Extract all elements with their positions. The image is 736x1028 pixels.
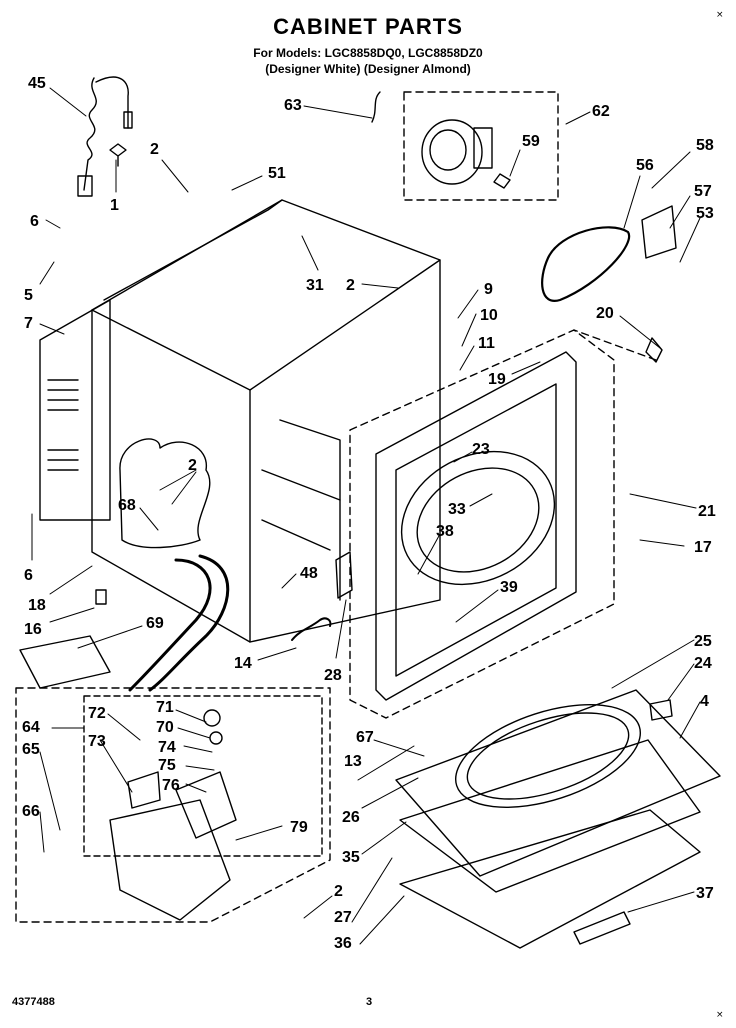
models-line: For Models: LGC8858DQ0, LGC8858DZ0 — [253, 46, 483, 60]
left-side-panel — [39, 299, 111, 521]
callout-65: 65 — [22, 741, 40, 758]
callout-68: 68 — [118, 497, 136, 514]
cutaway-and-duct — [119, 438, 230, 692]
power-cord — [77, 76, 133, 197]
callout-33: 33 — [448, 501, 466, 518]
callout-11: 11 — [478, 335, 495, 352]
callout-39: 39 — [500, 579, 518, 596]
callout-6-a: 6 — [30, 213, 39, 230]
callout-17: 17 — [694, 539, 712, 556]
callout-14: 14 — [234, 655, 252, 672]
callout-70: 70 — [156, 719, 174, 736]
callout-4: 4 — [700, 693, 709, 710]
callout-19: 19 — [488, 371, 506, 388]
access-panel-part — [19, 635, 111, 689]
callout-75: 75 — [158, 757, 176, 774]
glide-part — [645, 337, 663, 363]
callout-21: 21 — [698, 503, 716, 520]
callout-51: 51 — [268, 165, 286, 182]
callout-28: 28 — [324, 667, 342, 684]
callout-1: 1 — [110, 197, 119, 214]
callout-48: 48 — [300, 565, 318, 582]
motor-assembly — [371, 91, 559, 201]
callout-20: 20 — [596, 305, 614, 322]
callout-71: 71 — [156, 699, 174, 716]
callout-18: 18 — [28, 597, 46, 614]
callout-13: 13 — [344, 753, 362, 770]
door-hinge-part — [335, 551, 353, 599]
page-title: CABINET PARTS — [273, 14, 463, 39]
foot-pad-part — [649, 699, 673, 721]
colors-line: (Designer White) (Designer Almond) — [265, 62, 471, 76]
callout-66: 66 — [22, 803, 40, 820]
callout-26: 26 — [342, 809, 360, 826]
front-bulkhead — [349, 329, 657, 719]
callout-79: 79 — [290, 819, 308, 836]
leveling-leg-part — [95, 589, 107, 605]
callout-2-a: 2 — [150, 141, 159, 158]
callout-63: 63 — [284, 97, 302, 114]
callout-2-c: 2 — [188, 457, 197, 474]
callout-73: 73 — [88, 733, 106, 750]
cabinet-body — [91, 199, 441, 643]
callout-59: 59 — [522, 133, 540, 150]
document-number: 4377488 — [12, 996, 55, 1008]
callout-23: 23 — [472, 441, 490, 458]
gas-valve-assembly — [15, 687, 331, 923]
callout-2-d: 2 — [334, 883, 343, 900]
callout-2-b: 2 — [346, 277, 355, 294]
drive-belt — [541, 226, 631, 302]
screw-1-part — [109, 143, 127, 167]
callout-labels: 45 1 2 51 63 62 59 56 58 57 53 6 5 7 31 … — [22, 75, 716, 952]
callout-25: 25 — [694, 633, 712, 650]
callout-6-b: 6 — [24, 567, 33, 584]
callout-56: 56 — [636, 157, 654, 174]
callout-5: 5 — [24, 287, 33, 304]
callout-16: 16 — [24, 621, 42, 638]
callout-27: 27 — [334, 909, 352, 926]
callout-31: 31 — [306, 277, 324, 294]
callout-24: 24 — [694, 655, 712, 672]
callout-74: 74 — [158, 739, 176, 756]
callout-10: 10 — [480, 307, 498, 324]
callout-45: 45 — [28, 75, 46, 92]
callout-67: 67 — [356, 729, 374, 746]
callout-53: 53 — [696, 205, 714, 222]
callout-36: 36 — [334, 935, 352, 952]
callout-64: 64 — [22, 719, 40, 736]
idler-bracket — [641, 205, 677, 259]
callout-37: 37 — [696, 885, 714, 902]
corner-mark-bottom: × — [716, 1010, 724, 1020]
callout-35: 35 — [342, 849, 360, 866]
door-spring-part — [291, 617, 332, 641]
page-number: 3 — [366, 996, 373, 1008]
corner-mark-top: × — [716, 10, 724, 20]
callout-72: 72 — [88, 705, 106, 722]
leader-lines — [31, 87, 701, 945]
callout-62: 62 — [592, 103, 610, 120]
callout-57: 57 — [694, 183, 712, 200]
callout-38: 38 — [436, 523, 454, 540]
callout-76: 76 — [162, 777, 180, 794]
callout-7: 7 — [24, 315, 33, 332]
callout-9: 9 — [484, 281, 493, 298]
callout-69: 69 — [146, 615, 164, 632]
callout-58: 58 — [696, 137, 714, 154]
base-and-toe-panel — [395, 689, 721, 949]
